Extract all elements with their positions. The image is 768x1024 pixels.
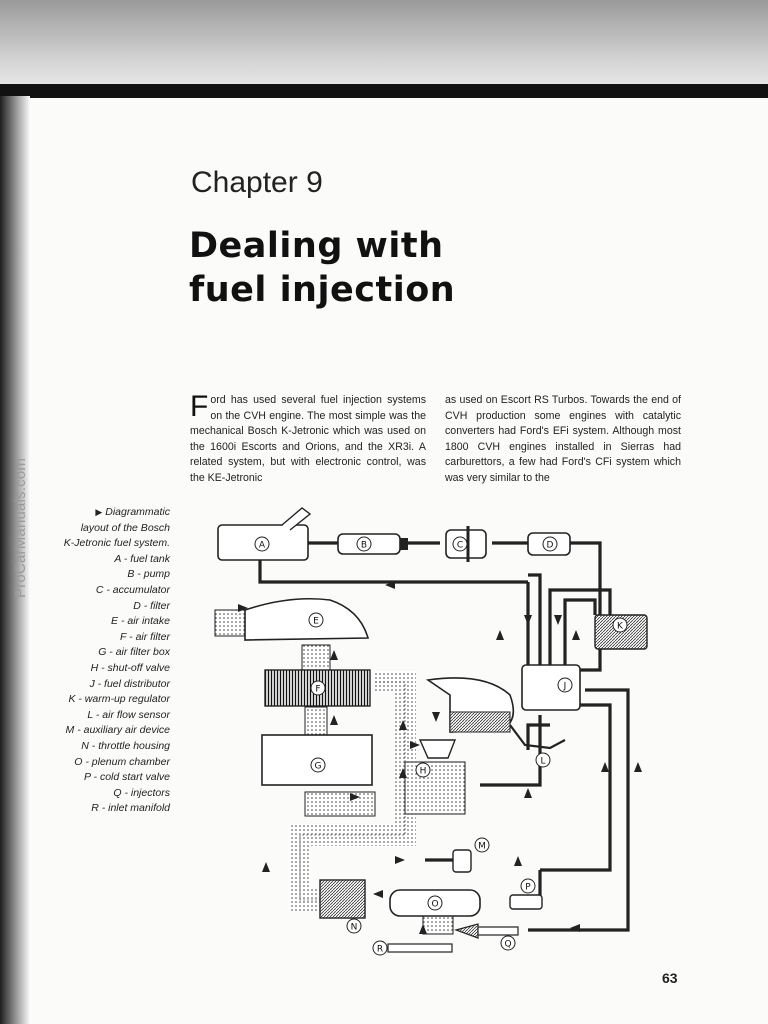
label-b: B <box>356 536 372 552</box>
figure-caption: ▶ Diagrammatic layout of the Bosch K-Jet… <box>20 505 170 817</box>
legend-item-n: N - throttle housing <box>81 739 170 752</box>
scanner-background <box>0 0 768 86</box>
inlet-manifold <box>387 943 453 953</box>
svg-text:B: B <box>361 541 367 551</box>
legend-item-d: D - filter <box>133 599 170 612</box>
legend-item-o: O - plenum chamber <box>74 755 170 768</box>
chapter-title: Dealing with fuel injection <box>189 224 455 312</box>
svg-text:E: E <box>313 617 319 627</box>
label-r: R <box>372 940 388 956</box>
label-o: O <box>427 895 443 911</box>
legend-item-e: E - air intake <box>111 615 170 628</box>
svg-text:N: N <box>351 923 358 933</box>
svg-text:G: G <box>315 762 322 772</box>
label-h: H <box>415 762 431 778</box>
legend-item-l: L - air flow sensor <box>87 708 170 721</box>
legend-item-r: R - inlet manifold <box>91 802 170 815</box>
legend-item-q: Q - injectors <box>113 786 170 799</box>
label-j: J <box>557 677 573 693</box>
chapter-label: Chapter 9 <box>191 166 323 199</box>
fuel-system-diagram: A B C D E F G H J K L M N O P Q R <box>210 500 660 960</box>
component-labels: A B C D E F G H J K L M N O P Q R <box>254 536 628 956</box>
throttle-housing <box>319 879 366 919</box>
page-top-edge <box>0 84 768 98</box>
label-q: Q <box>500 935 516 951</box>
air-intake <box>244 598 370 641</box>
svg-text:L: L <box>540 757 545 767</box>
fuel-filler-neck <box>281 507 312 531</box>
label-l: L <box>535 752 551 768</box>
label-g: G <box>310 757 326 773</box>
label-m: M <box>474 837 490 853</box>
legend-item-c: C - accumulator <box>95 583 170 596</box>
legend-item-j: J - fuel distributor <box>89 677 170 690</box>
body-text-right: as used on Escort RS Turbos. Towards the… <box>445 394 681 484</box>
legend-item-h: H - shut-off valve <box>90 661 170 674</box>
legend-item-g: G - air filter box <box>98 646 170 659</box>
book-page <box>0 96 768 1024</box>
caption-marker-icon: ▶ <box>95 507 103 517</box>
svg-text:O: O <box>431 900 438 910</box>
body-text-left: ord has used several fuel injection syst… <box>190 394 426 484</box>
legend-item-f: F - air filter <box>120 630 170 643</box>
svg-text:P: P <box>525 883 531 893</box>
drop-cap: F <box>190 390 209 423</box>
chapter-title-line-2: fuel injection <box>189 270 456 310</box>
auxiliary-air-device <box>452 849 472 873</box>
label-n: N <box>346 918 362 934</box>
pump-connector <box>400 538 408 550</box>
flow-arrows <box>238 581 642 934</box>
svg-text:M: M <box>478 842 486 852</box>
svg-text:K: K <box>617 622 624 632</box>
caption-intro-3: K-Jetronic fuel system. <box>63 537 170 550</box>
injector <box>454 923 479 939</box>
legend-item-b: B - pump <box>127 568 170 581</box>
label-d: D <box>542 536 558 552</box>
svg-text:H: H <box>420 767 427 777</box>
book-gutter-shadow <box>0 96 30 1024</box>
caption-intro-1: ▶ Diagrammatic <box>20 505 170 521</box>
page-number: 63 <box>662 970 678 986</box>
fuel-system-svg: A B C D E F G H J K L M N O P Q R <box>214 507 648 956</box>
label-c: C <box>452 536 468 552</box>
svg-text:C: C <box>457 541 463 551</box>
svg-text:Q: Q <box>504 940 511 950</box>
cold-start-valve <box>509 894 543 910</box>
chapter-title-line-1: Dealing with <box>189 226 444 266</box>
label-a: A <box>254 536 270 552</box>
fuel-distributor <box>521 664 581 711</box>
label-f: F <box>310 680 326 696</box>
sensor-plate-arm <box>509 724 566 750</box>
svg-text:J: J <box>563 682 567 692</box>
air-ducts <box>214 609 466 935</box>
label-k: K <box>612 617 628 633</box>
legend-item-k: K - warm-up regulator <box>68 693 170 706</box>
shut-off-valve <box>418 739 457 759</box>
svg-text:F: F <box>315 685 320 695</box>
body-column-right: as used on Escort RS Turbos. Towards the… <box>445 393 681 487</box>
svg-text:R: R <box>377 945 383 955</box>
svg-text:A: A <box>259 541 266 551</box>
svg-text:D: D <box>547 541 554 551</box>
legend-item-p: P - cold start valve <box>84 771 170 784</box>
legend-item-a: A - fuel tank <box>114 552 170 565</box>
caption-intro-text-1: Diagrammatic <box>105 506 170 518</box>
label-e: E <box>308 612 324 628</box>
caption-intro-2: layout of the Bosch <box>80 521 170 534</box>
label-p: P <box>520 878 536 894</box>
legend-item-m: M - auxiliary air device <box>65 724 170 737</box>
